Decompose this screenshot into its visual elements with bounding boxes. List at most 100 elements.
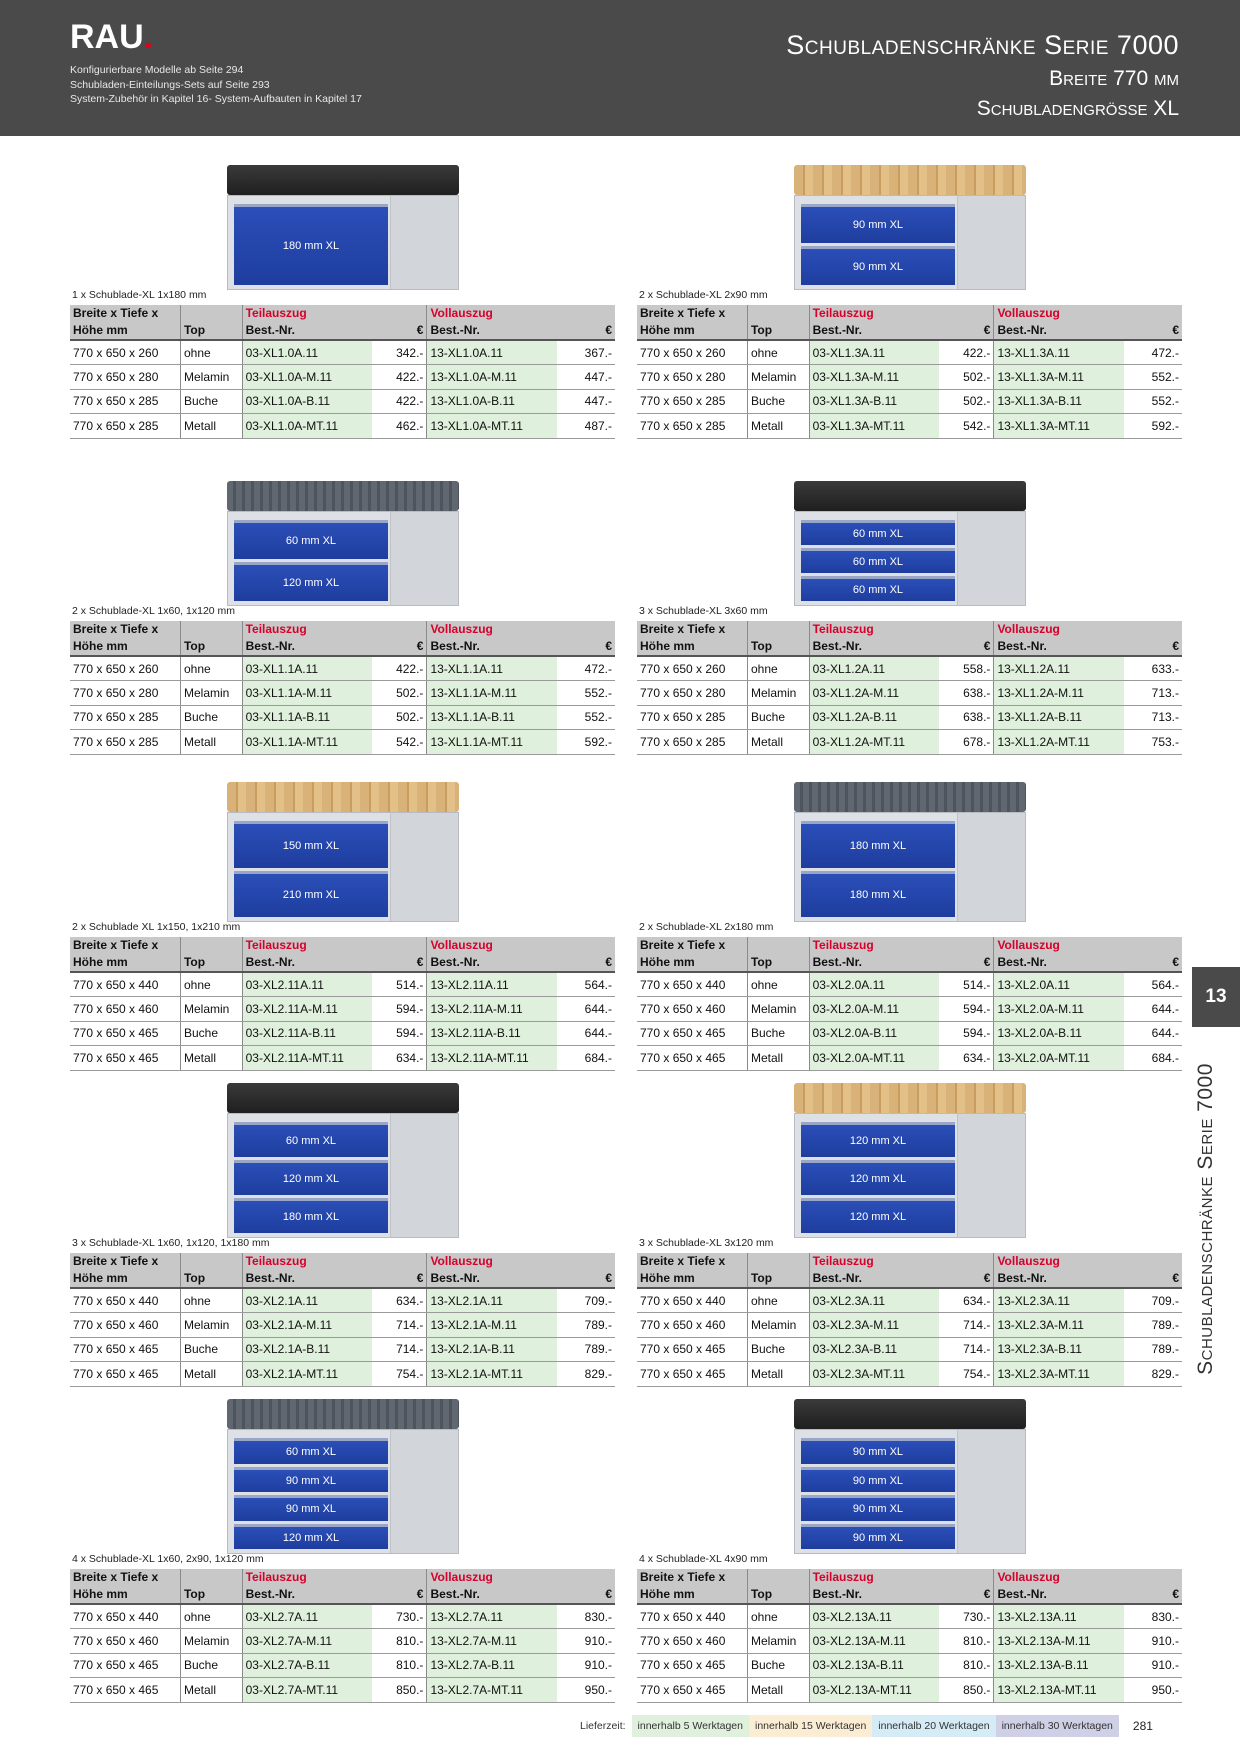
cell-voll-bestnr: 13-XL1.3A-MT.11 [993, 413, 1124, 439]
cabinet-top [794, 1399, 1026, 1429]
chapter-vertical-title: Schubladenschränke Serie 7000 [1194, 1063, 1217, 1375]
cell-teil-price: 810.- [938, 1653, 994, 1678]
cell-dimension: 770 x 650 x 440 [70, 1604, 181, 1629]
header-euro: € [1123, 638, 1182, 657]
cell-voll-price: 487.- [556, 413, 615, 439]
header-height: Höhe mm [637, 638, 748, 657]
drawer-front: 120 mm XL [234, 1160, 388, 1195]
drawer-front: 90 mm XL [801, 246, 955, 285]
header-dimension: Breite x Tiefe x [70, 1569, 181, 1586]
cell-top: ohne [179, 340, 243, 365]
header-bestnr: Best.-Nr. [241, 954, 372, 973]
cell-dimension: 770 x 650 x 260 [637, 656, 748, 681]
cell-teil-bestnr: 03-XL2.0A-MT.11 [808, 1045, 939, 1071]
cell-voll-price: 910.- [556, 1628, 615, 1654]
cell-dimension: 770 x 650 x 460 [637, 996, 748, 1022]
drawer-front: 90 mm XL [234, 1466, 388, 1492]
cell-teil-bestnr: 03-XL2.11A-M.11 [241, 996, 372, 1022]
cell-dimension: 770 x 650 x 465 [637, 1361, 748, 1387]
header-euro: € [556, 1270, 615, 1289]
cell-top: ohne [179, 656, 243, 681]
cell-top: Buche [179, 1653, 243, 1678]
cabinet-top [227, 481, 459, 511]
cell-teil-price: 634.- [938, 1288, 994, 1313]
drawer-front: 120 mm XL [801, 1198, 955, 1233]
header-bestnr: Best.-Nr. [426, 1586, 557, 1605]
header-bestnr: Best.-Nr. [993, 638, 1124, 657]
cell-dimension: 770 x 650 x 280 [70, 364, 181, 390]
cell-teil-price: 422.- [371, 389, 427, 414]
drawer-front: 60 mm XL [801, 576, 955, 601]
cell-voll-bestnr: 13-XL2.3A.11 [993, 1288, 1124, 1313]
cell-dimension: 770 x 650 x 285 [70, 389, 181, 414]
header-teilauszug: Teilauszug [241, 1253, 427, 1270]
header-top-blank [746, 1569, 810, 1586]
cell-teil-price: 730.- [371, 1604, 427, 1629]
cell-voll-price: 644.- [1123, 996, 1182, 1022]
cabinet-body: 180 mm XL [227, 195, 459, 290]
header-teilauszug: Teilauszug [808, 1569, 994, 1586]
cabinet-top [794, 1083, 1026, 1113]
cell-voll-price: 472.- [556, 656, 615, 681]
delivery-chip-5-days: innerhalb 5 Werktagen [631, 1715, 749, 1737]
header-bestnr: Best.-Nr. [241, 322, 372, 341]
header-vollauszug: Vollauszug [426, 621, 615, 638]
cell-teil-price: 502.- [938, 364, 994, 390]
header-dimension: Breite x Tiefe x [70, 937, 181, 954]
page-subtitle-size: Schubladengrösse XL [976, 97, 1179, 120]
cell-teil-bestnr: 03-XL2.11A-B.11 [241, 1021, 372, 1046]
cell-voll-bestnr: 13-XL2.0A.11 [993, 972, 1124, 997]
header-euro: € [1123, 322, 1182, 341]
cell-voll-bestnr: 13-XL2.13A-MT.11 [993, 1677, 1124, 1703]
rau-logo: RAU. [70, 18, 154, 56]
drawer-front: 120 mm XL [801, 1160, 955, 1195]
cell-teil-price: 714.- [371, 1312, 427, 1338]
header-vollauszug: Vollauszug [426, 1569, 615, 1586]
delivery-chip-20-days: innerhalb 20 Werktagen [872, 1715, 996, 1737]
drawer-front: 120 mm XL [801, 1122, 955, 1157]
drawer-front: 60 mm XL [801, 520, 955, 545]
delivery-legend: Lieferzeit: innerhalb 5 Werktagen innerh… [580, 1714, 1153, 1738]
header-bestnr: Best.-Nr. [808, 1586, 939, 1605]
cell-voll-price: 644.- [556, 996, 615, 1022]
cell-dimension: 770 x 650 x 280 [637, 364, 748, 390]
cell-dimension: 770 x 650 x 440 [637, 1288, 748, 1313]
cell-dimension: 770 x 650 x 460 [70, 1628, 181, 1654]
page-subtitle-width: Breite 770 mm [1049, 67, 1179, 90]
cell-voll-bestnr: 13-XL2.3A-MT.11 [993, 1361, 1124, 1387]
cell-teil-bestnr: 03-XL1.0A-M.11 [241, 364, 372, 390]
header-dimension: Breite x Tiefe x [70, 305, 181, 322]
cell-voll-price: 472.- [1123, 340, 1182, 365]
cell-voll-bestnr: 13-XL2.1A-B.11 [426, 1337, 557, 1362]
cell-teil-price: 422.- [938, 340, 994, 365]
cell-teil-bestnr: 03-XL2.13A-B.11 [808, 1653, 939, 1678]
cell-teil-bestnr: 03-XL1.3A-M.11 [808, 364, 939, 390]
cell-teil-bestnr: 03-XL2.11A.11 [241, 972, 372, 997]
header-vollauszug: Vollauszug [426, 937, 615, 954]
header-vollauszug: Vollauszug [993, 1569, 1182, 1586]
cell-teil-price: 810.- [371, 1628, 427, 1654]
cell-dimension: 770 x 650 x 285 [70, 413, 181, 439]
cell-dimension: 770 x 650 x 285 [637, 389, 748, 414]
cell-teil-price: 638.- [938, 705, 994, 730]
header-dimension: Breite x Tiefe x [637, 1253, 748, 1270]
cell-teil-bestnr: 03-XL1.2A.11 [808, 656, 939, 681]
cell-top: Buche [179, 1021, 243, 1046]
cell-dimension: 770 x 650 x 460 [70, 996, 181, 1022]
